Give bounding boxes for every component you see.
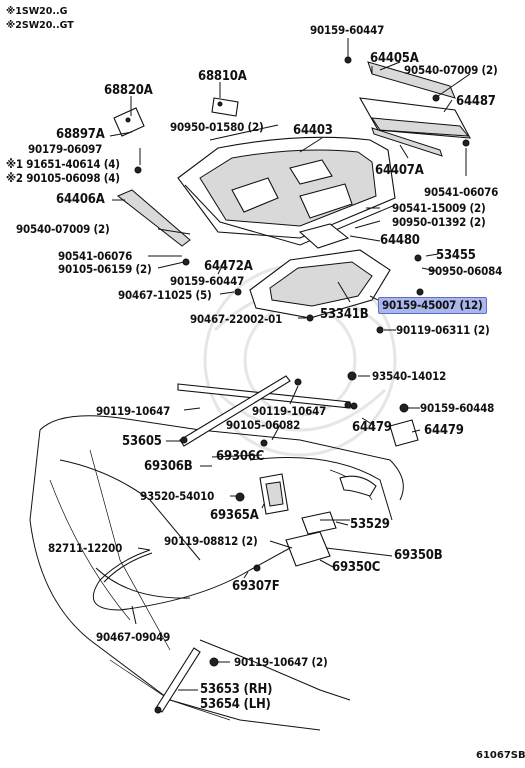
diagram-number: 61067SB [476,750,525,761]
hinge-64479 [389,419,419,447]
label-64403[interactable]: 64403 [293,123,333,138]
label-53654-lh[interactable]: 53654 (LH) [200,697,271,712]
label-90541-06076-right[interactable]: 90541-06076 [424,185,499,199]
label-90119-06311[interactable]: 90119-06311 (2) [396,323,490,337]
label-90179-06097[interactable]: 90179-06097 [28,142,103,156]
label-82711-12200[interactable]: 82711-12200 [48,541,123,555]
label-64480[interactable]: 64480 [380,233,420,248]
label-69307f[interactable]: 69307F [232,579,280,594]
label-90541-06076-left[interactable]: 90541-06076 [58,249,133,263]
legend-sw20gt: ※2SW20..GT [6,20,74,31]
car-body-outline [29,415,404,731]
label-53653-rh[interactable]: 53653 (RH) [200,682,273,697]
label-68897a[interactable]: 68897A [56,127,105,142]
hinge-68810a [211,97,239,117]
label-68820a[interactable]: 68820A [104,83,153,98]
label-93540-14012[interactable]: 93540-14012 [372,369,447,383]
label-69306c[interactable]: 69306C [216,449,265,464]
label-90159-60448[interactable]: 90159-60448 [420,401,495,415]
label-69350b[interactable]: 69350B [394,548,443,563]
label-69350c[interactable]: 69350C [332,560,381,575]
label-90540-07009-left[interactable]: 90540-07009 (2) [16,222,110,236]
latch-69365a [259,473,289,515]
label-90159-45007-highlighted[interactable]: 90159-45007 (12) [378,297,487,314]
label-90950-06084[interactable]: 90950-06084 [428,264,503,278]
label-69365a[interactable]: 69365A [210,508,259,523]
label-64479-a[interactable]: 64479 [352,420,392,435]
label-64406a[interactable]: 64406A [56,192,105,207]
label-64472a[interactable]: 64472A [204,259,253,274]
label-68810a[interactable]: 68810A [198,69,247,84]
release-cable-69307f [92,547,291,611]
label-90105-06159[interactable]: 90105-06159 (2) [58,262,152,276]
label-90541-15009[interactable]: 90541-15009 (2) [392,201,486,215]
seal-64407a [371,127,443,157]
label-90950-01392[interactable]: 90950-01392 (2) [392,215,486,229]
panel-64487 [358,97,471,139]
label-90540-07009-top[interactable]: 90540-07009 (2) [404,63,498,77]
hood-lock-69350b [285,511,350,567]
seal-64406a [117,189,191,247]
label-64407a[interactable]: 64407A [375,163,424,178]
label-53341b[interactable]: 53341B [320,307,369,322]
trim-64405a [367,61,456,99]
label-53455[interactable]: 53455 [436,248,476,263]
hinge-68820a [113,107,145,137]
label-90119-10647-left[interactable]: 90119-10647 [96,404,171,418]
label-53529[interactable]: 53529 [350,517,390,532]
label-90467-11025[interactable]: 90467-11025 (5) [118,288,212,302]
label-90467-22002[interactable]: 90467-22002-01 [190,312,283,326]
label-90950-01580[interactable]: 90950-01580 (2) [170,120,264,134]
label-64479-b[interactable]: 64479 [424,423,464,438]
support-rod-53653 [154,647,201,714]
label-90159-60447-top[interactable]: 90159-60447 [310,23,385,37]
label-64487[interactable]: 64487 [456,94,496,109]
label-90119-10647-2[interactable]: 90119-10647 (2) [234,655,328,669]
label-90119-08812[interactable]: 90119-08812 (2) [164,534,258,548]
label-69306b[interactable]: 69306B [144,459,193,474]
fastener-dots [134,56,470,667]
insulator-53341b [249,223,391,319]
label-90119-10647-right[interactable]: 90119-10647 [252,404,327,418]
leader-lines [109,38,471,691]
label-93520-54010[interactable]: 93520-54010 [140,489,215,503]
label-90105-06098[interactable]: ※2 90105-06098 (4) [6,171,120,185]
label-90467-09049[interactable]: 90467-09049 [96,630,171,644]
hood-panel-64403 [177,136,396,246]
label-64405a[interactable]: 64405A [370,51,419,66]
label-91651-40614[interactable]: ※1 91651-40614 (4) [6,157,120,171]
label-90105-06082[interactable]: 90105-06082 [226,418,301,432]
label-90159-60447-mid[interactable]: 90159-60447 [170,274,245,288]
legend-sw20g: ※1SW20..G [6,6,68,17]
label-53605[interactable]: 53605 [122,434,162,449]
hood-stay-53605 [177,375,352,447]
